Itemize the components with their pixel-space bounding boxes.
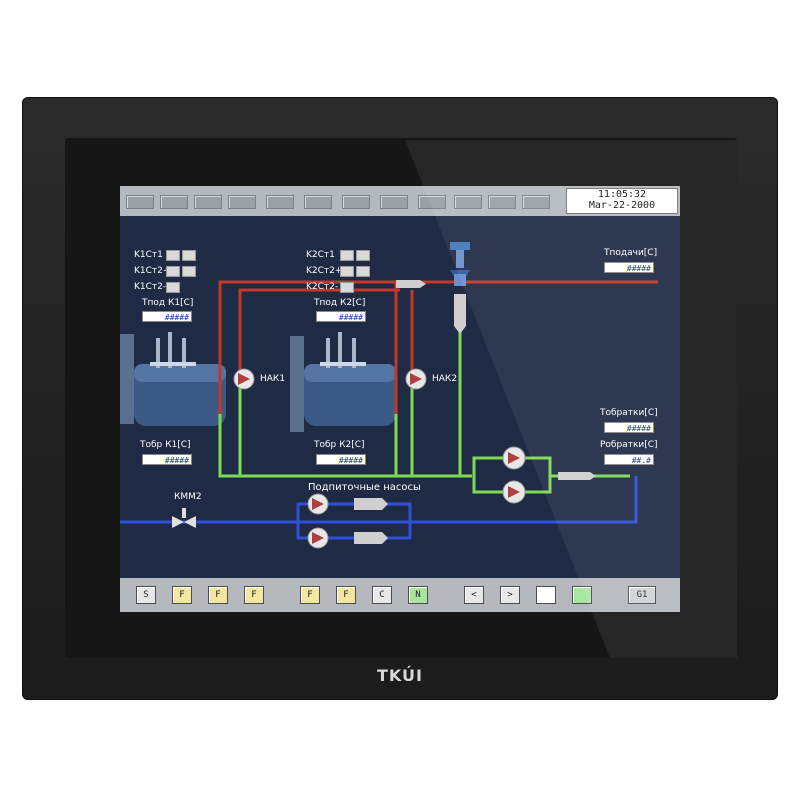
k2-status-2-label: K2Ст2+ bbox=[306, 266, 343, 276]
control-valve-icon bbox=[450, 242, 470, 286]
bottom-toolbar: S F F F F F C N < > G1 bbox=[120, 578, 680, 612]
top-button-9[interactable] bbox=[418, 195, 446, 209]
k1-status-3-indicator bbox=[166, 282, 180, 293]
k2-status-1-indicator-b bbox=[356, 250, 370, 261]
button-f3[interactable]: F bbox=[244, 586, 264, 604]
k1-status-2-indicator-b bbox=[182, 266, 196, 277]
boiler-1 bbox=[120, 332, 226, 426]
top-button-8[interactable] bbox=[380, 195, 408, 209]
pump-nak1-icon bbox=[233, 368, 255, 390]
k2-status-3-label: K2Ст2- bbox=[306, 282, 339, 292]
network-pump-2-icon bbox=[502, 480, 526, 504]
button-f1[interactable]: F bbox=[172, 586, 192, 604]
k2-status-2-indicator-b bbox=[356, 266, 370, 277]
makeup-pump-2-icon bbox=[307, 527, 329, 549]
button-blank-white[interactable] bbox=[536, 586, 556, 604]
top-button-5[interactable] bbox=[266, 195, 294, 209]
makeup-pump-1-icon bbox=[307, 493, 329, 515]
makeup-pumps-label: Подпиточные насосы bbox=[308, 482, 421, 493]
button-blank-green[interactable] bbox=[572, 586, 592, 604]
pump-nak1-label: НАК1 bbox=[260, 374, 286, 384]
k1-status-3-label: K1Ст2- bbox=[134, 282, 167, 292]
robratki-value: ##.# bbox=[604, 454, 654, 465]
button-n[interactable]: N bbox=[408, 586, 428, 604]
top-button-12[interactable] bbox=[522, 195, 550, 209]
boiler-2 bbox=[290, 332, 396, 432]
tobr-k2-value: ##### bbox=[316, 454, 366, 465]
clock-display: 11:05:32 Mar-22-2000 bbox=[566, 188, 678, 214]
tpodachi-value: ##### bbox=[604, 262, 654, 273]
button-f2[interactable]: F bbox=[208, 586, 228, 604]
pump-nak2-label: НАК2 bbox=[432, 374, 458, 384]
k1-status-2-indicator bbox=[166, 266, 180, 277]
clock-date: Mar-22-2000 bbox=[588, 200, 656, 211]
k1-status-2-label: K1Ст2+ bbox=[134, 266, 171, 276]
screen-id-button[interactable]: G1 bbox=[628, 586, 656, 604]
button-prev[interactable]: < bbox=[464, 586, 484, 604]
top-button-6[interactable] bbox=[304, 195, 332, 209]
pump-nak2-icon bbox=[405, 368, 427, 390]
top-button-11[interactable] bbox=[488, 195, 516, 209]
network-pump-1-icon bbox=[502, 446, 526, 470]
k1-status-1-indicator bbox=[166, 250, 180, 261]
top-button-2[interactable] bbox=[160, 195, 188, 209]
return-pipe bbox=[218, 296, 630, 494]
k2-status-3-indicator bbox=[340, 282, 354, 293]
tobratki-label: Тобратки[C] bbox=[600, 408, 658, 418]
top-button-10[interactable] bbox=[454, 195, 482, 209]
tpod-k2-label: Тпод К2[C] bbox=[314, 298, 366, 308]
supply-pipe bbox=[218, 280, 658, 414]
top-button-3[interactable] bbox=[194, 195, 222, 209]
top-button-1[interactable] bbox=[126, 195, 154, 209]
piping-schematic bbox=[120, 242, 658, 549]
tobr-k1-label: Тобр К1[C] bbox=[140, 440, 191, 450]
tobr-k2-label: Тобр К2[C] bbox=[314, 440, 365, 450]
tobratki-value: ##### bbox=[604, 422, 654, 433]
valve-kmm2-icon bbox=[172, 508, 196, 528]
tpod-k1-label: Тпод К1[C] bbox=[142, 298, 194, 308]
k2-status-2-indicator bbox=[340, 266, 354, 277]
hmi-screen: 11:05:32 Mar-22-2000 bbox=[120, 186, 680, 612]
button-s[interactable]: S bbox=[136, 586, 156, 604]
button-f5[interactable]: F bbox=[336, 586, 356, 604]
robratki-label: Робратки[C] bbox=[600, 440, 658, 450]
clock-time: 11:05:32 bbox=[597, 189, 647, 200]
sensor-arrows bbox=[354, 280, 596, 544]
top-button-4[interactable] bbox=[228, 195, 256, 209]
k1-status-1-indicator-b bbox=[182, 250, 196, 261]
top-toolbar: 11:05:32 Mar-22-2000 bbox=[120, 186, 680, 216]
top-button-7[interactable] bbox=[342, 195, 370, 209]
tobr-k1-value: ##### bbox=[142, 454, 192, 465]
button-f4[interactable]: F bbox=[300, 586, 320, 604]
button-c[interactable]: C bbox=[372, 586, 392, 604]
tpodachi-label: Тподачи[C] bbox=[604, 248, 658, 258]
tpod-k1-value: ##### bbox=[142, 311, 192, 322]
tpod-k2-value: ##### bbox=[316, 311, 366, 322]
valve-kmm2-label: КММ2 bbox=[174, 492, 202, 502]
k1-status-1-label: K1Ст1 bbox=[134, 250, 163, 260]
k2-status-1-label: K2Ст1 bbox=[306, 250, 335, 260]
k2-status-1-indicator bbox=[340, 250, 354, 261]
brand-logo: TKÚI bbox=[377, 666, 423, 685]
button-next[interactable]: > bbox=[500, 586, 520, 604]
